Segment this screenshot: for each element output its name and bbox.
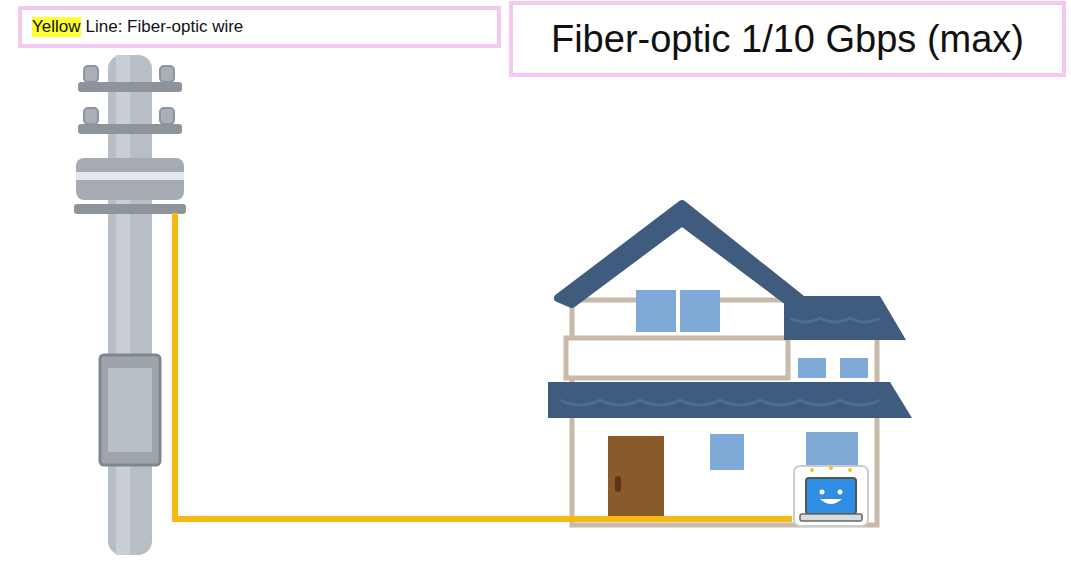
speed-box: Fiber-optic 1/10 Gbps (max) xyxy=(509,1,1066,77)
laptop-icon xyxy=(794,466,868,526)
box-text: Fiber-optic 1/10 Gbps (max) xyxy=(551,18,1024,61)
box-text: Line: Fiber-optic wire xyxy=(86,17,244,37)
house xyxy=(548,204,912,525)
box-text: Yellow xyxy=(32,17,81,37)
legend-box: YellowLine: Fiber-optic wire xyxy=(18,6,501,48)
fiber-optic-line xyxy=(175,213,792,519)
utility-pole xyxy=(74,55,186,555)
